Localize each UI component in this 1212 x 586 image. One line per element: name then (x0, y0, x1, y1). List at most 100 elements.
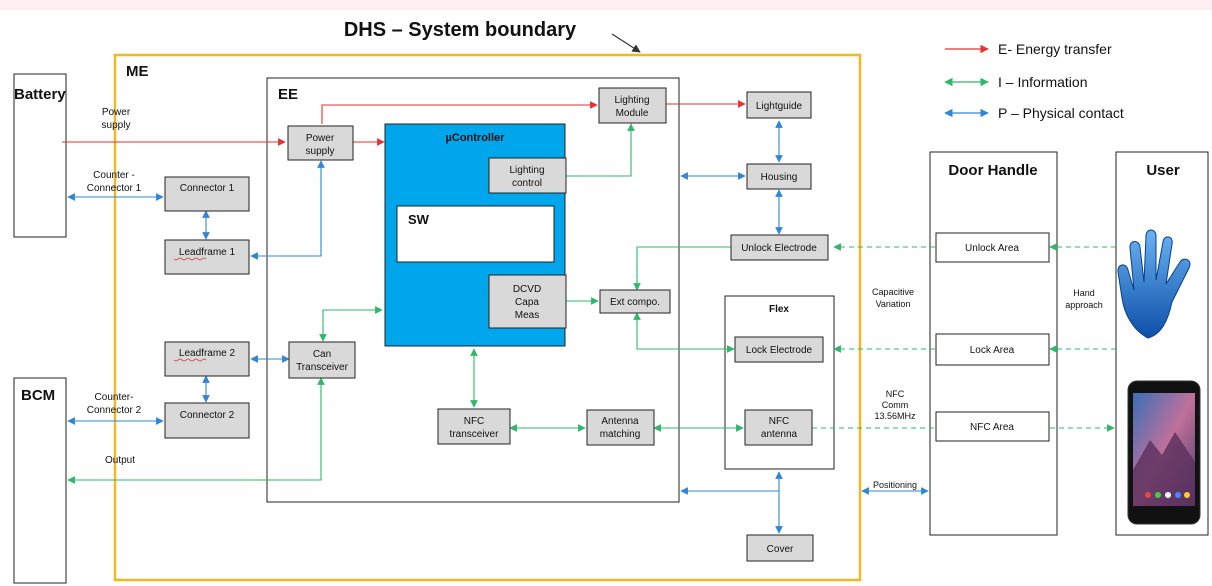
lighting-module-text-2: Module (616, 108, 649, 119)
legend-energy-label: E- Energy transfer (998, 41, 1112, 57)
lighting-module-block: Lighting Module (598, 87, 667, 124)
leadframe1-text: Leadframe 1 (179, 247, 236, 258)
nfc-comm-label-3: 13.56MHz (874, 411, 916, 421)
lock-area-text: Lock Area (970, 345, 1015, 356)
legend-physical-label: P – Physical contact (998, 105, 1124, 121)
unlock-electrode-block: Unlock Electrode (730, 234, 829, 261)
battery-label: Battery (14, 86, 66, 103)
nfc-comm-label-1: NFC (886, 389, 905, 399)
nfc-antenna-text-1: NFC (769, 416, 790, 427)
unlock-area-block: Unlock Area (935, 232, 1050, 263)
lock-electrode-block: Lock Electrode (734, 336, 824, 363)
lock-area-block: Lock Area (935, 333, 1050, 366)
dcvd-block: DCVD Capa Meas (488, 274, 567, 329)
can-text-2: Transceiver (296, 362, 349, 373)
connector2-block: Connector 2 (164, 402, 250, 439)
capacitive-variation-label-1: Capacitive (872, 287, 914, 297)
unlock-electrode-text: Unlock Electrode (741, 243, 817, 254)
power-supply-label-2: supply (102, 120, 131, 131)
counter-connector2-label-2: Connector 2 (87, 405, 142, 416)
lighting-module-text-1: Lighting (614, 95, 649, 106)
microcontroller-label: µController (446, 132, 506, 144)
counter-connector2-label-1: Counter- (95, 392, 134, 403)
ext-to-unlock-line (633, 243, 748, 291)
counter-connector1-label-1: Counter - (93, 170, 135, 181)
legend: E- Energy transfer I – Information P – P… (944, 41, 1124, 121)
antenna-matching-text-1: Antenna (601, 416, 639, 427)
can-to-controller-line (319, 306, 383, 342)
leadframe2-text: Leadframe 2 (179, 348, 236, 359)
smartphone-icon (1127, 380, 1201, 525)
antenna-matching-block: Antenna matching (586, 409, 655, 446)
lighting-control-text-2: control (512, 178, 542, 189)
flex-label: Flex (769, 304, 789, 315)
hand-approach-label-2: approach (1065, 300, 1103, 310)
unlock-area-text: Unlock Area (965, 243, 1019, 254)
hand-approach-label-1: Hand (1073, 288, 1095, 298)
housing-text: Housing (761, 172, 798, 183)
dcvd-text-1: DCVD (513, 284, 541, 295)
ext-to-lock-line (633, 312, 735, 353)
bcm-label: BCM (21, 387, 55, 404)
lighting-control-text-1: Lighting (509, 165, 544, 176)
ext-compo-block: Ext compo. (599, 289, 671, 314)
title-pointer-arrow (611, 33, 641, 53)
me-label: ME (126, 63, 149, 80)
leadframe1-block: Leadframe 1 (164, 239, 250, 275)
hand-icon (1117, 229, 1191, 339)
nfc-transceiver-block: NFC transceiver (437, 408, 511, 445)
ext-compo-text: Ext compo. (610, 297, 660, 308)
positioning-label: Positioning (873, 480, 917, 490)
power-supply-block: Power supply (287, 125, 354, 161)
bcm-output-line (67, 377, 325, 484)
can-text-1: Can (313, 349, 331, 360)
lightguide-text: Lightguide (756, 101, 803, 112)
lightctrl-to-module-line (566, 123, 635, 177)
legend-information-label: I – Information (998, 74, 1088, 90)
can-transceiver-block: Can Transceiver (288, 341, 356, 379)
lighting-control-block: Lighting control (488, 157, 567, 194)
cover-text: Cover (767, 544, 794, 555)
annotations: Power supply Counter - Connector 1 Count… (87, 107, 1103, 490)
spellcheck-underline (173, 358, 207, 362)
counter-connector1-label-2: Connector 1 (87, 183, 142, 194)
nfc-comm-label-2: Comm (882, 400, 909, 410)
nfc-area-block: NFC Area (935, 411, 1050, 442)
lightguide-block: Lightguide (746, 91, 812, 119)
power-supply-text-2: supply (306, 146, 335, 157)
dcvd-text-2: Capa (515, 297, 539, 308)
bcm-box (13, 377, 67, 584)
door-handle-label: Door Handle (948, 162, 1037, 179)
leadframe1-power-line (250, 160, 325, 260)
lock-electrode-text: Lock Electrode (746, 345, 813, 356)
antenna-matching-text-2: matching (600, 429, 641, 440)
me-boundary (113, 53, 862, 582)
battery-box (13, 73, 67, 238)
cover-block: Cover (746, 534, 814, 562)
connector1-text: Connector 1 (180, 183, 235, 194)
sw-box (396, 205, 555, 263)
power-to-lighting-line (321, 101, 598, 124)
connector2-text: Connector 2 (180, 410, 235, 421)
power-supply-text-1: Power (306, 133, 335, 144)
power-supply-label-1: Power (102, 107, 131, 118)
top-band (0, 0, 1212, 10)
nfc-area-text: NFC Area (970, 422, 1014, 433)
nfc-antenna-block: NFC antenna (744, 409, 813, 446)
dcvd-text-3: Meas (515, 310, 539, 321)
output-label: Output (105, 455, 135, 466)
nfc-transceiver-text-2: transceiver (450, 429, 500, 440)
diagram-title: DHS – System boundary (344, 19, 577, 41)
housing-block: Housing (746, 163, 812, 190)
nfc-transceiver-text-1: NFC (464, 416, 485, 427)
nfc-antenna-text-2: antenna (761, 429, 798, 440)
user-label: User (1146, 162, 1180, 179)
spellcheck-underline (173, 257, 207, 261)
leadframe2-block: Leadframe 2 (164, 341, 250, 377)
connector1-block: Connector 1 (164, 176, 250, 212)
sw-label: SW (408, 212, 430, 227)
blocks: Power supply Connector 1 Leadframe 1 Lea… (164, 87, 1050, 562)
capacitive-variation-label-2: Variation (876, 299, 911, 309)
ee-label: EE (278, 86, 298, 103)
